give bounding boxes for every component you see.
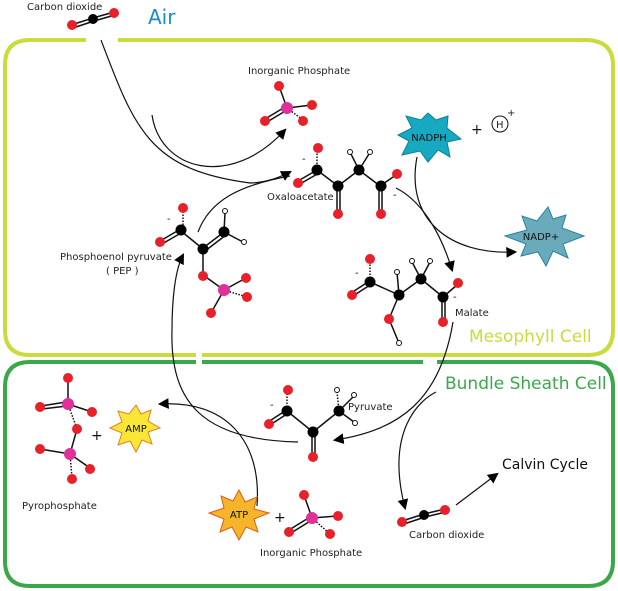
- phosphate-top-label: Inorganic Phosphate: [248, 66, 350, 77]
- nadph-star: NADPH: [396, 112, 463, 163]
- pep-label-line2: ( PEP ): [106, 266, 139, 277]
- amp-plus-sign: +: [91, 428, 103, 444]
- air-region-label: Air: [148, 5, 176, 29]
- pyruvate-molecule: [264, 385, 358, 462]
- co2-bundle-molecule: [397, 505, 450, 527]
- nadph-oxidation-arrow: [414, 156, 518, 258]
- pyruvate-label: Pyruvate: [348, 402, 393, 413]
- atp-label: ATP: [230, 510, 248, 521]
- atp-plus-sign: +: [274, 510, 286, 526]
- mesophyll-region-label: Mesophyll Cell: [469, 327, 592, 347]
- proton-icon: H +: [491, 108, 515, 133]
- to-calvin-cycle-arrow: [455, 472, 499, 506]
- mesophyll-cell-border: [3, 38, 615, 357]
- malate-charge-1: -: [355, 268, 359, 279]
- malate-to-pyruvate-arrow: [332, 321, 454, 445]
- co2-bundle-label: Carbon dioxide: [409, 530, 484, 541]
- co2-air-molecule: [67, 8, 119, 30]
- atp-star: ATP: [207, 488, 271, 542]
- proton-label: H: [496, 120, 504, 131]
- phosphate-release-arrow: [151, 114, 287, 168]
- bundle-sheath-region-label: Bundle Sheath Cell: [445, 374, 607, 394]
- phosphate-bottom-label: Inorganic Phosphate: [260, 548, 362, 559]
- amp-label: AMP: [125, 424, 147, 435]
- oxaloacetate-charge-1: -: [302, 154, 306, 165]
- co2-uptake-arrow: [100, 39, 292, 184]
- bundle-sheath-cell-border: [3, 360, 615, 588]
- malate-label: Malate: [455, 308, 489, 319]
- proton-charge: +: [507, 108, 515, 119]
- oxaloacetate-label: Oxaloacetate: [267, 192, 334, 203]
- pep-charge: -: [167, 214, 171, 225]
- calvin-cycle-label: Calvin Cycle: [502, 457, 588, 473]
- oxaloacetate-to-malate-arrow: [395, 187, 455, 273]
- pep-label-line1: Phosphoenol pyruvate: [60, 252, 172, 263]
- oxaloacetate-charge-2: -: [393, 190, 397, 201]
- co2-air-label: Carbon dioxide: [27, 2, 102, 13]
- phosphate-bottom-molecule: [284, 490, 343, 539]
- nadph-label: NADPH: [411, 133, 447, 144]
- pyrophosphate-label: Pyrophosphate: [22, 501, 97, 512]
- pyrophosphate-molecule: [35, 373, 97, 484]
- nadp-star: NADP+: [503, 206, 586, 268]
- nadp-label: NADP+: [523, 232, 559, 243]
- pyruvate-to-pep-arrow: [171, 253, 299, 443]
- oxaloacetate-molecule: [293, 143, 402, 219]
- pyruvate-charge: -: [270, 400, 274, 411]
- malate-charge-2: -: [453, 292, 457, 303]
- malate-molecule: [347, 254, 463, 346]
- pep-carboxylation-arc: [197, 175, 291, 233]
- atp-to-amp-arrow: [157, 398, 259, 507]
- pep-molecule: [155, 203, 252, 318]
- malate-decarboxylation-arrow: [397, 391, 437, 511]
- amp-star: AMP: [108, 404, 162, 454]
- nadph-plus-sign: +: [471, 122, 483, 138]
- phosphate-top-molecule: [260, 81, 317, 126]
